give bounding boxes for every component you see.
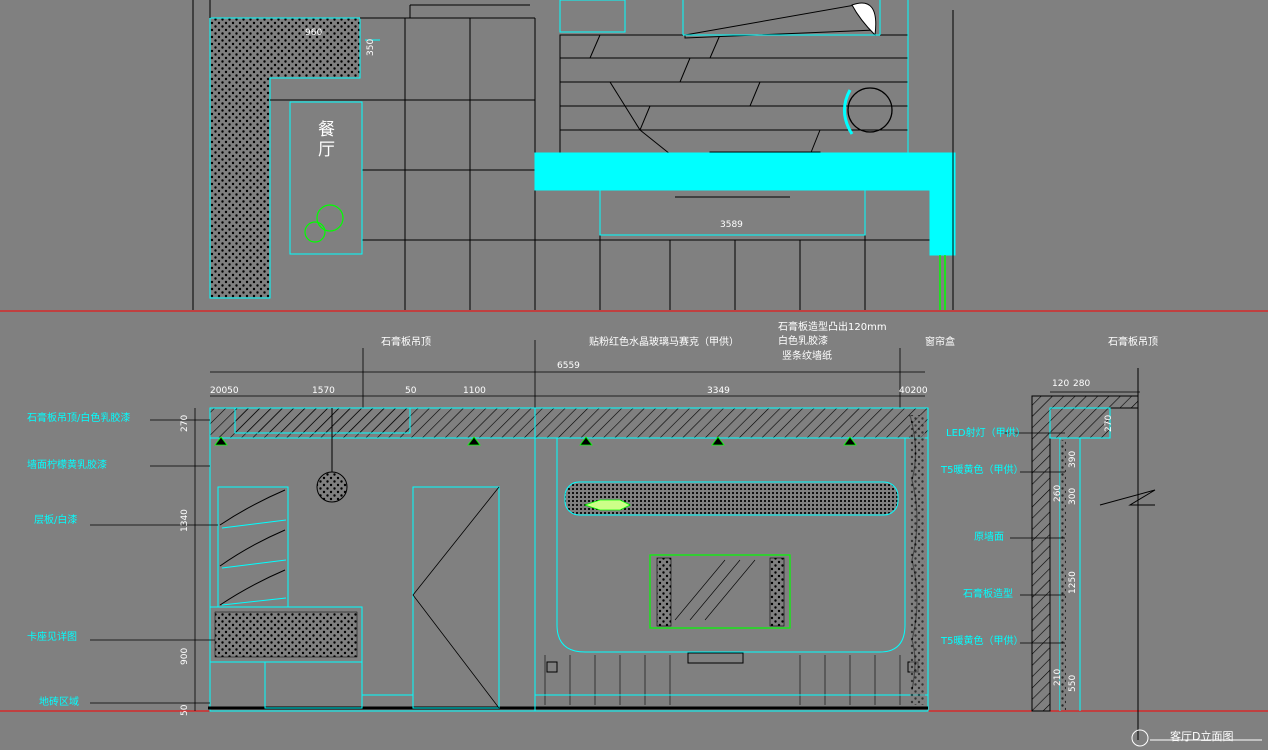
dim-v1: 270 [180, 414, 190, 432]
label-shelf: 层板/白漆 [34, 515, 78, 526]
dim-total: 6559 [557, 361, 580, 371]
dim-r6: 210 [1053, 668, 1063, 686]
label-t5-top: T5暖黄色（甲供） [941, 465, 1024, 476]
label-gypsum-model: 石膏板造型凸出120mm [778, 322, 887, 333]
dim-d2: 1570 [312, 386, 335, 396]
label-t5-bottom: T5暖黄色（甲供） [941, 636, 1024, 647]
dim-d3: 50 [405, 386, 417, 396]
dim-d6: 40200 [899, 386, 928, 396]
dim-d4: 1100 [463, 386, 486, 396]
drawing-title: 客厅D立面图 [1170, 730, 1234, 743]
label-ceiling-paint: 石膏板吊顶/白色乳胶漆 [27, 413, 131, 424]
dim-s1: 120 [1052, 379, 1070, 389]
dim-d1: 20050 [210, 386, 239, 396]
dim-r3: 260 [1053, 484, 1063, 502]
label-wall-paint: 墙面柠檬黄乳胶漆 [27, 460, 107, 471]
dim-r5: 1250 [1068, 571, 1078, 594]
label-ceiling-left: 石膏板吊顶 [381, 337, 431, 348]
plan-dim-a: 960 [305, 28, 323, 38]
plan-view [192, 0, 956, 310]
plan-dim-c: 3589 [720, 220, 743, 230]
room-label: 餐厅 [318, 120, 335, 160]
label-orig-wall: 原墙面 [974, 532, 1004, 543]
label-vertical-wallpaper: 竖条纹墙纸 [782, 351, 832, 362]
dim-r2: 390 [1068, 450, 1078, 468]
dim-d5: 3349 [707, 386, 730, 396]
label-white-paint: 白色乳胶漆 [778, 336, 828, 347]
dim-v4: 50 [180, 704, 190, 716]
label-booth: 卡座见详图 [27, 632, 77, 643]
dim-r7: 550 [1068, 674, 1078, 692]
label-curtain-box: 窗帘盒 [925, 337, 955, 348]
label-gypsum-shape: 石膏板造型 [963, 589, 1013, 600]
dim-v2: 1340 [180, 509, 190, 532]
label-led: LED射灯（甲供） [946, 428, 1026, 439]
label-mosaic: 贴粉红色水晶玻璃马赛克（甲供） [589, 337, 739, 348]
dim-r1: 270 [1104, 414, 1114, 432]
dim-s2: 280 [1073, 379, 1091, 389]
label-floor: 地砖区域 [39, 697, 79, 708]
label-ceiling-right: 石膏板吊顶 [1108, 337, 1158, 348]
dim-r4: 300 [1068, 487, 1078, 505]
elevation-view [90, 340, 1262, 747]
dim-v3: 900 [180, 647, 190, 665]
plan-dim-b: 350 [366, 38, 376, 56]
